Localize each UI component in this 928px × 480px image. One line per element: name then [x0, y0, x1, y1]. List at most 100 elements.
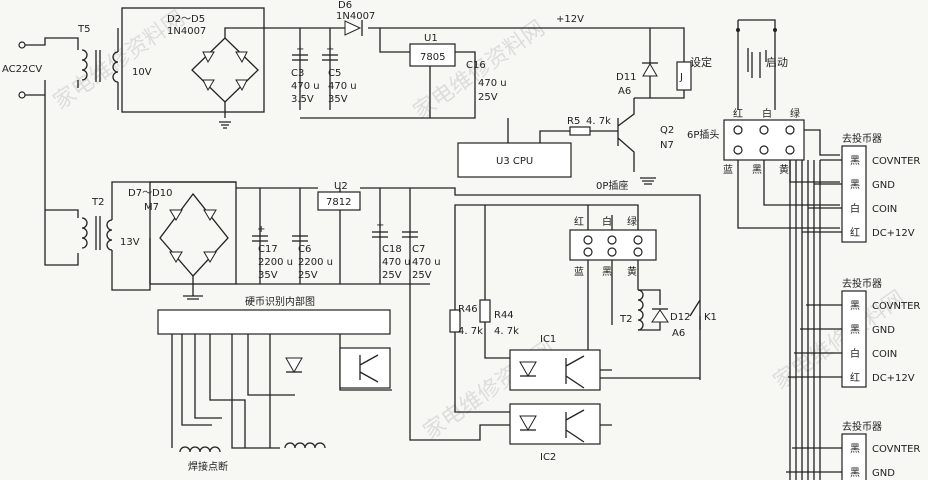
ac-wires	[25, 37, 79, 266]
svg-text:4. 7k: 4. 7k	[494, 326, 519, 337]
svg-text:黄: 黄	[627, 265, 637, 278]
diode-symbol	[169, 209, 183, 221]
diode-symbol	[235, 79, 248, 92]
solder-label: 焊接点断	[188, 460, 228, 473]
pin-color: 红	[850, 226, 860, 239]
pin-signal: GND	[872, 180, 895, 191]
optocoupler-ic2: IC2	[509, 369, 612, 463]
svg-text:T2: T2	[619, 314, 632, 325]
svg-text:25V: 25V	[412, 270, 432, 281]
pin-signal: DC+12V	[872, 373, 915, 384]
svg-text:R46: R46	[458, 304, 478, 315]
ac-terminal	[18, 41, 26, 49]
t5-label: T5	[77, 24, 90, 35]
svg-text:470 u: 470 u	[382, 257, 411, 268]
capacitor-c7: C7 470 u 25V	[402, 231, 441, 281]
pin-color: 黑	[850, 324, 860, 336]
diode-symbol	[169, 251, 183, 263]
coin-acceptor-title: 去投币器	[842, 132, 882, 145]
optocoupler-ic1: IC1	[509, 334, 601, 391]
ground-symbol	[219, 121, 231, 129]
resistor-r46: R46 4. 7k	[449, 304, 510, 413]
svg-text:白: 白	[762, 107, 772, 120]
svg-text:Q2: Q2	[660, 125, 674, 136]
svg-text:+: +	[376, 220, 384, 231]
svg-text:C5: C5	[328, 68, 341, 79]
svg-text:7812: 7812	[326, 197, 351, 208]
led-symbol	[519, 361, 537, 378]
svg-text:C17: C17	[258, 244, 278, 255]
diode-symbol	[651, 309, 669, 323]
svg-text:黑: 黑	[752, 164, 762, 176]
svg-text:黑: 黑	[602, 266, 612, 278]
svg-text:C16: C16	[466, 60, 486, 71]
capacitor-c5: + C5 470 u 35V	[322, 44, 357, 105]
svg-text:+: +	[326, 44, 334, 55]
svg-text:6P插头: 6P插头	[687, 128, 719, 141]
switches: 设定 启动	[690, 19, 788, 110]
svg-text:25V: 25V	[382, 270, 402, 281]
svg-text:+: +	[257, 224, 265, 235]
socket-6p: 0P插座 红 白 绿 蓝 黑 黄	[454, 179, 700, 379]
pin-signal: COVNTER	[872, 444, 920, 455]
bridge-top-name: D2～D5	[167, 14, 205, 25]
transistor-q2: Q2 N7	[617, 98, 674, 185]
svg-text:D11: D11	[616, 72, 636, 83]
set-switch-label: 设定	[690, 55, 712, 69]
led-symbol	[285, 357, 303, 374]
svg-text:K1: K1	[704, 312, 717, 323]
svg-text:D6: D6	[338, 0, 352, 11]
capacitor-c18: + C18 470 u 25V	[372, 220, 411, 281]
transformer-t5: T5 10V	[77, 24, 152, 110]
diode-symbol	[203, 251, 217, 263]
svg-text:A6: A6	[618, 86, 631, 97]
svg-text:A6: A6	[672, 328, 685, 339]
resistor-r44: R44 4. 7k	[479, 299, 519, 359]
svg-text:红: 红	[733, 107, 743, 120]
svg-text:+: +	[296, 44, 304, 55]
regulator-u2: U2 7812	[317, 181, 361, 211]
svg-text:D7～D10: D7～D10	[128, 188, 173, 199]
svg-text:T2: T2	[91, 197, 104, 208]
bridge-rectifier-top: D2～D5 1N4007	[121, 7, 265, 129]
svg-text:470 u: 470 u	[328, 81, 357, 92]
pin-color: 黑	[850, 300, 860, 312]
capacitor-c16: C16 470 u 25V	[466, 60, 507, 103]
svg-text:470 u: 470 u	[412, 257, 441, 268]
ac-terminal	[18, 91, 26, 99]
capacitor-c3: + C3 470 u 3.5V	[291, 44, 320, 105]
svg-text:R44: R44	[494, 310, 514, 321]
svg-text:35V: 35V	[258, 270, 278, 281]
capacitor-c6: C6 2200 u 25V	[292, 235, 333, 281]
svg-text:470 u: 470 u	[478, 78, 507, 89]
svg-text:R5: R5	[567, 116, 580, 127]
svg-text:1N4007: 1N4007	[336, 11, 375, 22]
svg-text:4. 7k: 4. 7k	[586, 116, 611, 127]
svg-text:2200 u: 2200 u	[258, 257, 293, 268]
relay-circuit: T2 D12 A6 K1	[619, 289, 717, 339]
pin-color: 红	[850, 371, 860, 384]
coin-acceptor-title: 去投币器	[842, 420, 882, 433]
svg-text:黄: 黄	[779, 163, 789, 176]
coin-acceptor-title: 去投币器	[842, 277, 882, 290]
pin-color: 黑	[850, 179, 860, 191]
svg-text:红: 红	[574, 215, 584, 228]
diode-symbol	[202, 51, 215, 64]
coin-box-title: 硬币识别内部图	[245, 295, 315, 308]
cpu-u3: U3 CPU	[457, 118, 572, 178]
svg-text:J: J	[679, 72, 683, 83]
svg-text:U1: U1	[424, 33, 438, 44]
svg-text:绿: 绿	[790, 107, 800, 120]
sensor-coil	[179, 446, 221, 453]
diode-d6: D6 1N4007	[336, 0, 375, 36]
watermark-layer: 家电维修资料网 家电维修资料网 家电维修资料网 家电维修资料网	[49, 6, 910, 445]
t5-primary-coil	[81, 49, 88, 81]
svg-text:25V: 25V	[298, 270, 318, 281]
svg-text:0P插座: 0P插座	[596, 179, 628, 192]
diode-symbol	[344, 20, 362, 36]
pin-signal: GND	[872, 468, 895, 479]
